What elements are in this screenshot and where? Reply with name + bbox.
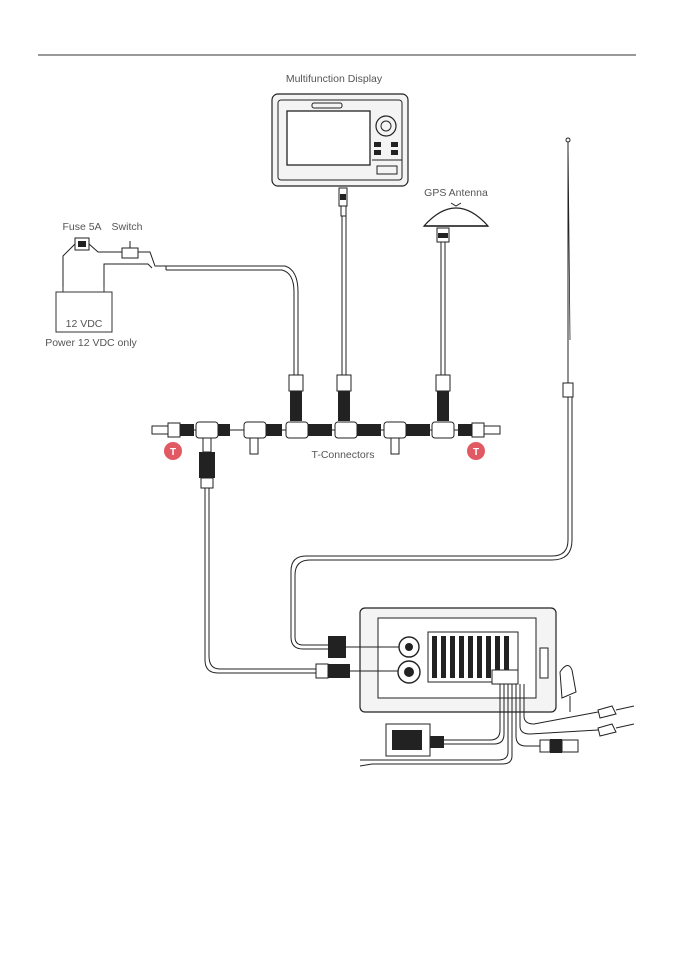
t-connector-icon [384,422,430,454]
svg-text:T: T [473,447,479,458]
terminator-icon: T [467,442,485,460]
battery-label: 12 VDC [66,318,103,330]
fuse-icon [75,238,89,250]
handset-connector [386,724,444,756]
bare-wires [360,760,372,766]
terminator-right [458,423,500,437]
accessory-plug [540,739,578,753]
mfd-label: Multifunction Display [286,73,383,85]
gps-antenna [424,203,488,375]
t-connector-icon [335,422,381,438]
terminator-icon: T [164,442,182,460]
vhf-antenna [291,138,573,649]
power-note: Power 12 VDC only [45,337,137,349]
t-connector-icon [286,422,332,438]
antenna-plug [328,636,346,658]
wire-terminals [598,706,634,736]
t-connectors-label: T-Connectors [311,449,374,461]
terminator-left [152,423,194,437]
gps-label: GPS Antenna [424,187,488,199]
radio-rear-panel [360,608,556,712]
fuse-label: Fuse 5A [62,221,101,233]
mfd-cable [339,188,347,375]
t-connector-icon [196,422,230,452]
t-connector-icon [244,422,282,454]
switch-icon [122,241,138,258]
switch-label: Switch [112,221,143,233]
side-connector [560,665,576,698]
t-connector-icon [432,422,454,438]
svg-text:T: T [170,447,176,458]
multifunction-display [272,94,408,186]
nmea-plug [316,664,328,678]
